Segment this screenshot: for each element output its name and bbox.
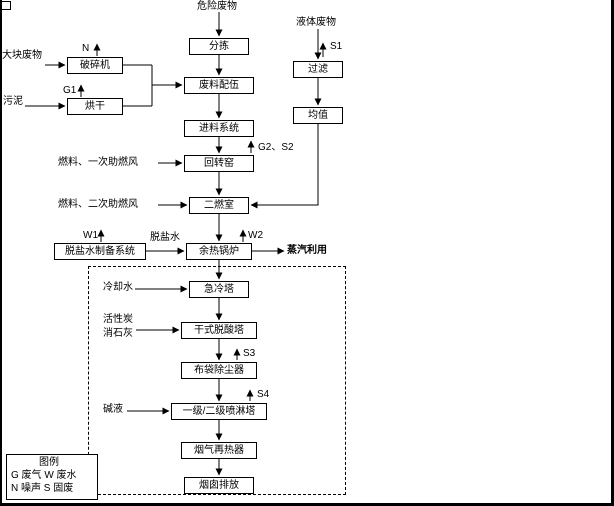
node-secondary-chamber: 二燃室	[189, 197, 249, 214]
page-left-edge	[0, 0, 2, 506]
corner-mark	[1, 1, 11, 10]
label-liquid-waste: 液体废物	[296, 17, 336, 28]
legend-title: 图例	[39, 457, 59, 468]
node-feeding-system: 进料系统	[184, 120, 254, 137]
label-bulky-waste: 大块废物	[2, 50, 42, 61]
page-right-edge	[611, 0, 614, 506]
label-fuel-primary-air: 燃料、一次助燃风	[58, 157, 138, 168]
node-dry-deacid-tower: 干式脱酸塔	[181, 322, 257, 339]
page-bottom-edge	[0, 503, 614, 506]
label-hazardous-waste: 危险废物	[197, 1, 237, 12]
node-rotary-kiln: 回转窑	[184, 155, 254, 172]
label-emission-w1: W1	[83, 230, 98, 241]
label-emission-s4: S4	[257, 389, 270, 400]
flue-gas-treatment-boundary	[88, 266, 346, 495]
node-stack-discharge: 烟囱排放	[184, 477, 254, 494]
label-sludge: 污泥	[3, 96, 23, 107]
legend-row-noise-solid: N 噪声 S 固废	[11, 483, 74, 494]
node-crusher: 破碎机	[67, 57, 123, 74]
label-alkali-liquor: 碱液	[103, 404, 123, 415]
label-emission-w2: W2	[248, 230, 263, 241]
legend-box: 图例 G 废气 W 废水 N 噪声 S 固废	[6, 454, 98, 500]
label-demin-water: 脱盐水	[150, 232, 180, 243]
label-emission-g1: G1	[63, 85, 77, 96]
node-spray-tower: 一级/二级喷淋塔	[171, 403, 267, 420]
node-dryer: 烘干	[67, 98, 123, 115]
label-emission-g2-s2: G2、S2	[258, 142, 294, 153]
label-activated-carbon: 活性炭	[103, 314, 133, 325]
node-sorting: 分拣	[189, 38, 249, 55]
node-waste-heat-boiler: 余热锅炉	[186, 243, 252, 260]
label-emission-s3: S3	[243, 348, 256, 359]
label-emission-s1: S1	[330, 41, 343, 52]
node-homogenizer: 均值	[293, 107, 343, 124]
label-fuel-secondary-air: 燃料、二次助燃风	[58, 199, 138, 210]
node-blending: 废料配伍	[184, 77, 254, 94]
node-quench-tower: 急冷塔	[189, 281, 249, 298]
node-bag-filter: 布袋除尘器	[181, 362, 257, 379]
node-filter: 过滤	[293, 61, 343, 78]
label-slaked-lime: 消石灰	[103, 328, 133, 339]
label-steam-use: 蒸汽利用	[287, 245, 327, 256]
legend-row-gas-water: G 废气 W 废水	[11, 470, 77, 481]
label-cooling-water: 冷却水	[103, 282, 133, 293]
node-demin-water-system: 脱盐水制备系统	[54, 243, 146, 260]
label-emission-n: N	[82, 43, 90, 54]
node-flue-gas-reheater: 烟气再热器	[181, 442, 257, 459]
